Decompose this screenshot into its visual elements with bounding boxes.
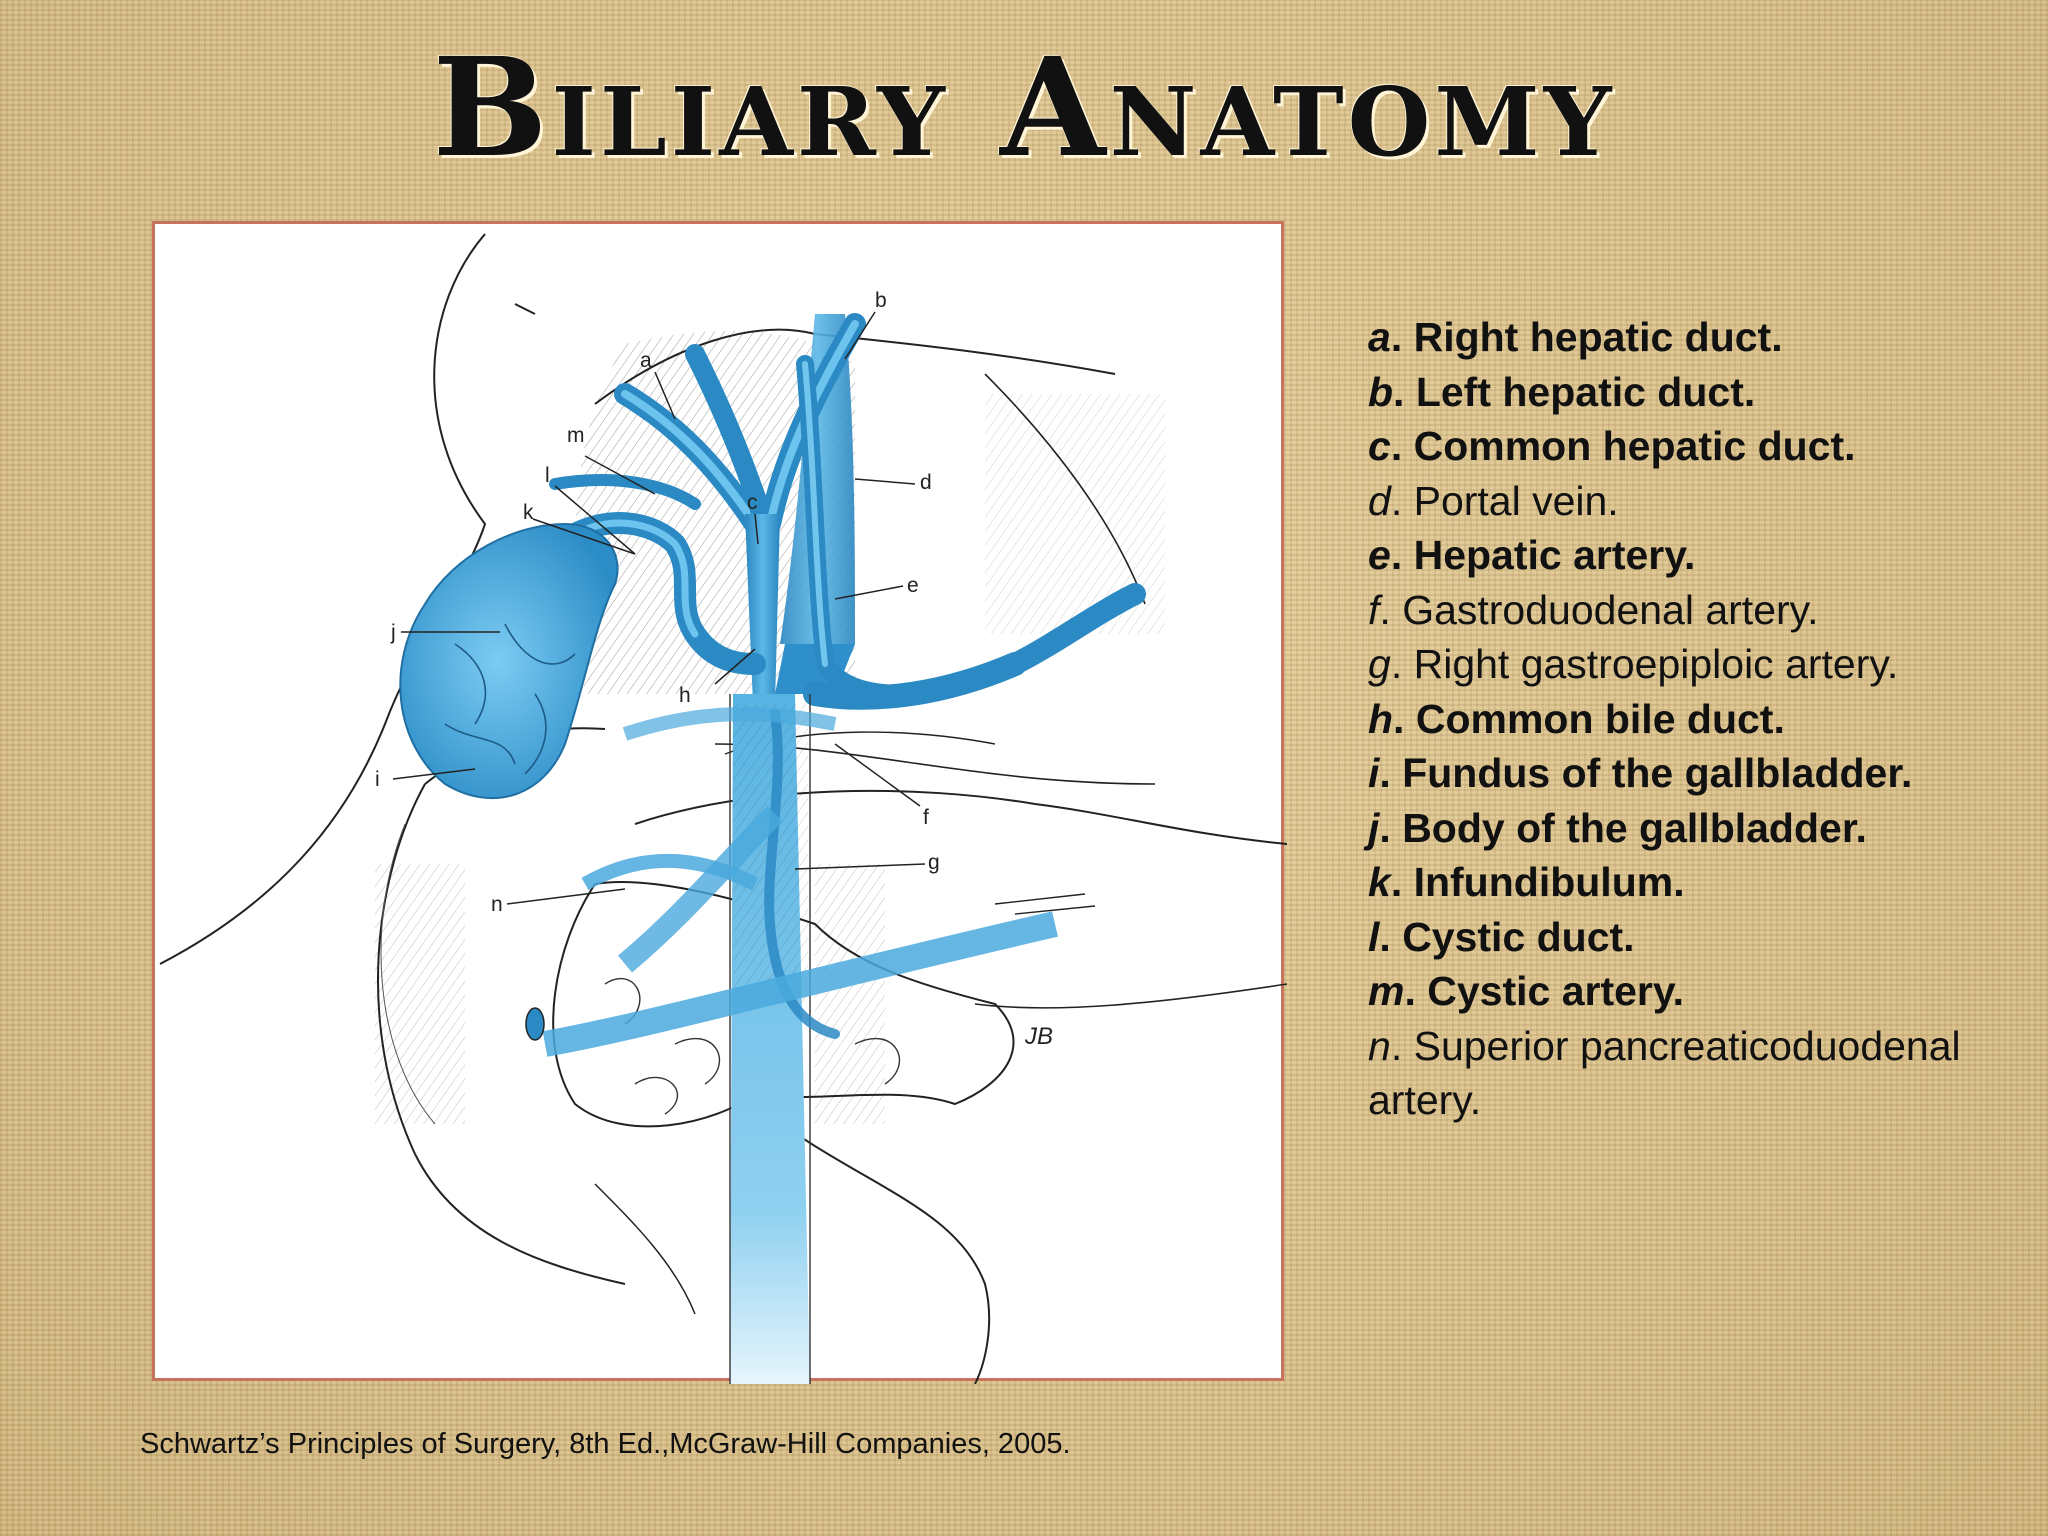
legend-text: . Gastroduodenal artery. — [1379, 586, 1819, 633]
biliary-anatomy-illustration: a b c d e f g h i j k l m n JB — [152, 221, 1287, 1384]
legend-text: . Body of the gallbladder. — [1379, 804, 1867, 851]
legend-letter: m — [1368, 968, 1405, 1014]
figure-label-e: e — [907, 574, 919, 597]
legend-item-c: c. Common hepatic duct. — [1368, 419, 2008, 474]
figure-label-j: j — [390, 621, 396, 644]
legend-text: . Cystic artery. — [1404, 968, 1685, 1014]
legend-letter: h — [1368, 695, 1394, 742]
figure-label-a: a — [640, 349, 652, 372]
figure-label-h: h — [679, 684, 691, 707]
legend-letter: k — [1368, 859, 1391, 905]
legend-text: . Superior pancreaticoduodenal artery. — [1368, 1022, 1961, 1124]
figure-label-c: c — [747, 491, 758, 514]
legend-letter: c — [1368, 423, 1391, 469]
legend-item-m: m. Cystic artery. — [1368, 964, 2008, 1019]
legend-text: . Cystic duct. — [1379, 913, 1635, 960]
legend-item-b: b. Left hepatic duct. — [1368, 365, 2008, 420]
anatomy-drawing: a b c d e f g h i j k l m n JB — [159, 233, 1287, 1384]
legend-list: a. Right hepatic duct.b. Left hepatic du… — [1368, 310, 2008, 1128]
legend-letter: e — [1368, 532, 1391, 578]
legend-text: . Infundibulum. — [1390, 859, 1685, 905]
legend-text: . Left hepatic duct. — [1393, 368, 1756, 415]
legend-text: . Portal vein. — [1390, 477, 1619, 524]
legend-text: . Fundus of the gallbladder. — [1379, 750, 1913, 796]
slide-title: Biliary Anatomy — [432, 28, 1616, 188]
legend-item-j: j. Body of the gallbladder. — [1368, 801, 2008, 856]
legend-letter: a — [1368, 314, 1391, 360]
legend-item-i: i. Fundus of the gallbladder. — [1368, 746, 2008, 801]
figure-label-i: i — [375, 768, 380, 791]
legend-letter: b — [1368, 368, 1394, 415]
figure-label-l: l — [545, 464, 550, 487]
citation: Schwartz’s Principles of Surgery, 8th Ed… — [140, 1428, 1071, 1460]
legend-letter: j — [1368, 804, 1380, 851]
figure-label-n: n — [491, 893, 503, 916]
legend-item-e: e. Hepatic artery. — [1368, 528, 2008, 583]
figure-label-k: k — [523, 501, 534, 524]
legend-item-n: n. Superior pancreaticoduodenal artery. — [1368, 1019, 2008, 1128]
legend-item-f: f. Gastroduodenal artery. — [1368, 583, 2008, 638]
figure-label-d: d — [920, 471, 932, 494]
figure-label-b: b — [875, 289, 887, 312]
legend-item-k: k. Infundibulum. — [1368, 855, 2008, 910]
legend-item-d: d. Portal vein. — [1368, 474, 2008, 529]
figure-label-g: g — [928, 851, 940, 874]
legend-letter: i — [1368, 750, 1380, 796]
legend-letter: n — [1368, 1022, 1391, 1069]
figure-label-f: f — [923, 806, 929, 829]
legend-text: . Common bile duct. — [1393, 695, 1785, 742]
artist-signature: JB — [1024, 1023, 1053, 1050]
legend-text: . Hepatic artery. — [1390, 532, 1696, 578]
legend-text: . Common hepatic duct. — [1390, 423, 1856, 469]
legend-text: . Right hepatic duct. — [1390, 314, 1783, 360]
legend-text: . Right gastroepiploic artery. — [1390, 641, 1899, 687]
legend-item-g: g. Right gastroepiploic artery. — [1368, 637, 2008, 692]
legend-item-l: l. Cystic duct. — [1368, 910, 2008, 965]
figure-label-m: m — [567, 424, 585, 447]
legend-item-h: h. Common bile duct. — [1368, 692, 2008, 747]
legend-letter: f — [1368, 586, 1380, 633]
legend-letter: d — [1368, 477, 1391, 524]
legend-letter: l — [1368, 913, 1380, 960]
legend-letter: g — [1368, 641, 1391, 687]
legend-item-a: a. Right hepatic duct. — [1368, 310, 2008, 365]
